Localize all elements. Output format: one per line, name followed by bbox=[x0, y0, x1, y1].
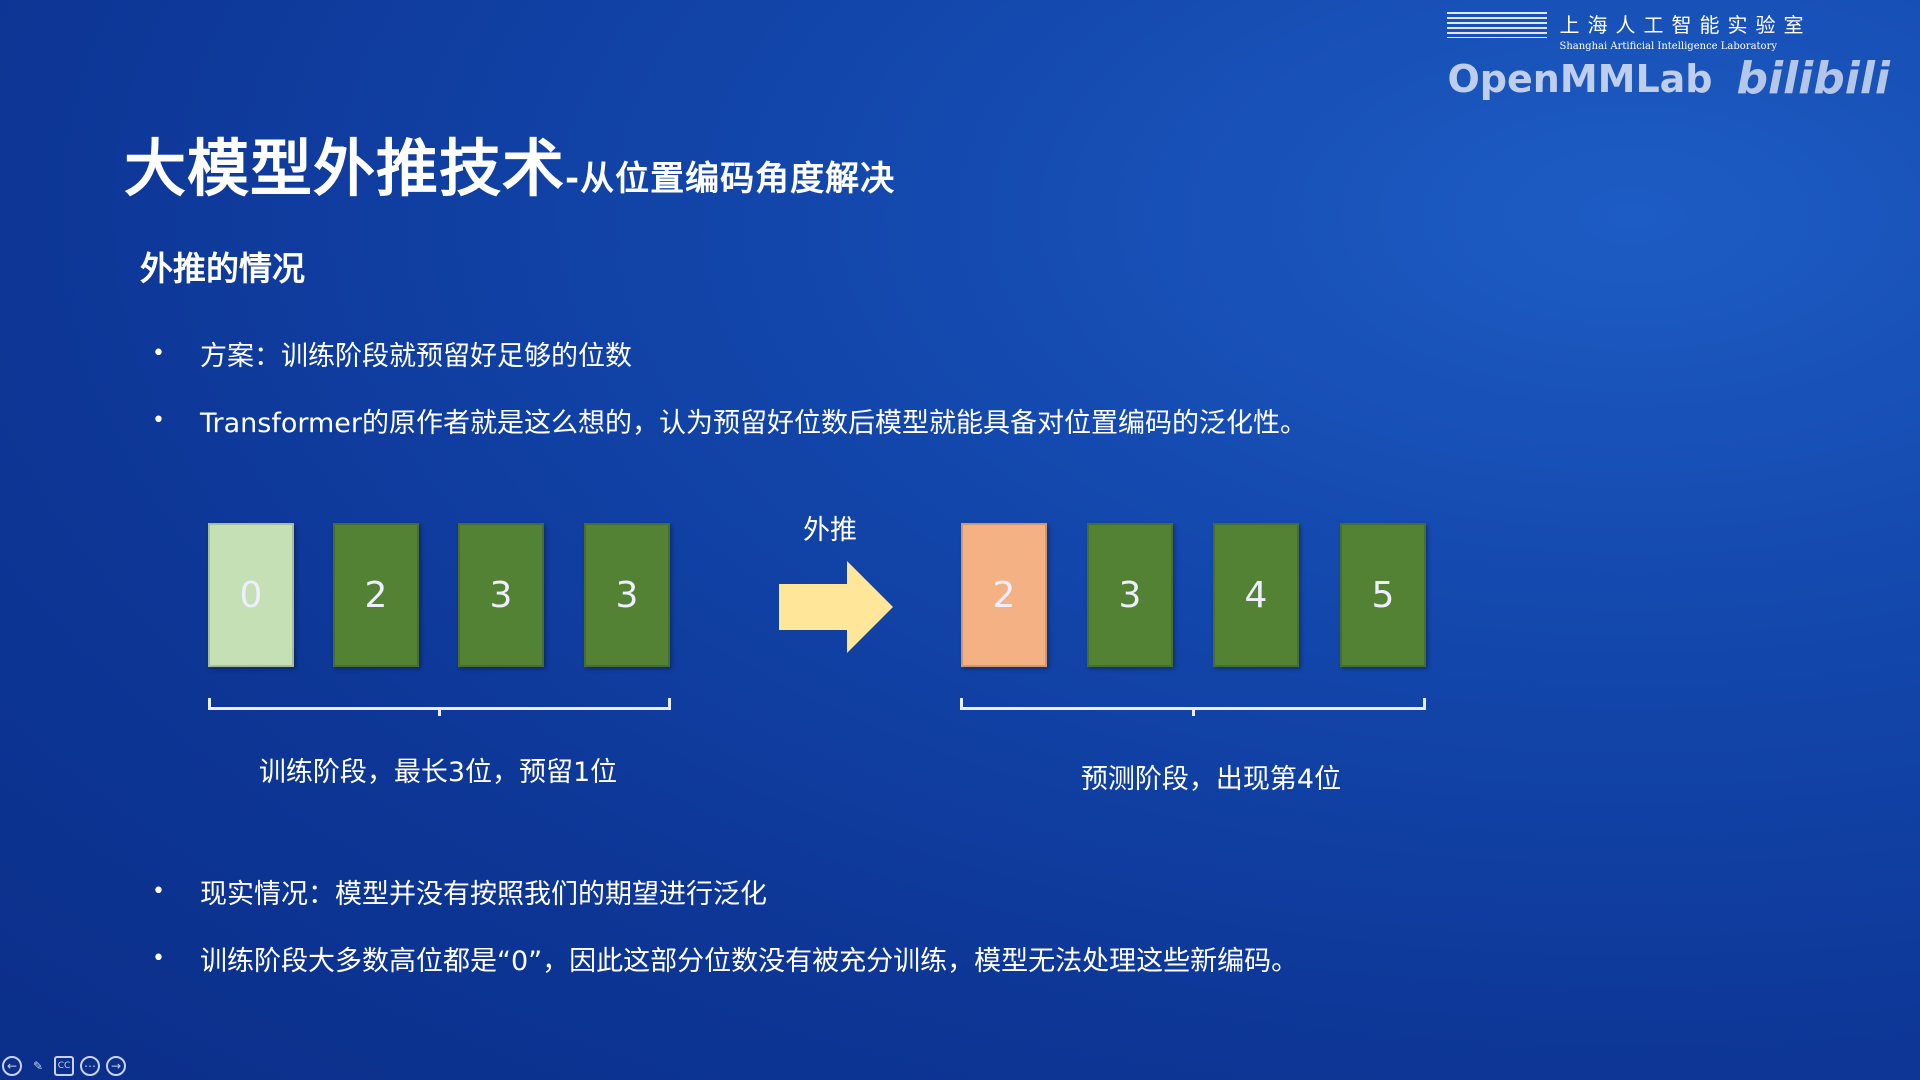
train-digit-box: 2 bbox=[333, 523, 419, 667]
lab-name-en: Shanghai Artificial Intelligence Laborat… bbox=[1559, 41, 1777, 52]
predict-caption: 预测阶段，出现第4位 bbox=[1080, 764, 1342, 795]
prev-icon[interactable]: ← bbox=[2, 1056, 22, 1076]
pen-icon[interactable]: ✎ bbox=[32, 1059, 44, 1073]
bullet-item: •现实情况：模型并没有按照我们的期望进行泛化 bbox=[152, 872, 767, 911]
bullet-item: •Transformer的原作者就是这么想的，认为预留好位数后模型就能具备对位置… bbox=[152, 401, 1307, 440]
bilibili-watermark: bilibili bbox=[1736, 53, 1890, 104]
predict-digit-box: 2 bbox=[961, 523, 1047, 667]
arrow-label: 外推 bbox=[803, 515, 857, 546]
train-digit-box: 3 bbox=[584, 523, 670, 667]
section-heading: 外推的情况 bbox=[140, 249, 305, 288]
more-icon[interactable]: ⋯ bbox=[80, 1056, 100, 1076]
bullet-item: •方案：训练阶段就预留好足够的位数 bbox=[152, 334, 632, 373]
bullet-text: Transformer的原作者就是这么想的，认为预留好位数后模型就能具备对位置编… bbox=[200, 408, 1308, 439]
predict-digit-box: 5 bbox=[1340, 523, 1426, 667]
slide-title: 大模型外推技术-从位置编码角度解决 bbox=[124, 118, 895, 208]
train-digit-box: 0 bbox=[208, 523, 294, 667]
bullet-text: 方案：训练阶段就预留好足够的位数 bbox=[200, 341, 632, 372]
title-main: 大模型外推技术 bbox=[124, 132, 566, 205]
predict-digit-box: 3 bbox=[1087, 523, 1173, 667]
train-digit-box: 3 bbox=[458, 523, 544, 667]
brand-row: OpenMMLab bilibili bbox=[1447, 55, 1890, 103]
train-brace bbox=[208, 698, 671, 716]
lab-logo-mark bbox=[1447, 12, 1548, 38]
bullet-text: 现实情况：模型并没有按照我们的期望进行泛化 bbox=[200, 879, 767, 910]
predict-digit-box: 4 bbox=[1213, 523, 1299, 667]
lab-logo-row: 上海人工智能实验室 bbox=[1447, 12, 1811, 38]
logo: 上海人工智能实验室 Shanghai Artificial Intelligen… bbox=[1447, 12, 1890, 103]
next-icon[interactable]: → bbox=[106, 1056, 126, 1076]
train-caption: 训练阶段，最长3位，预留1位 bbox=[258, 757, 618, 788]
right-arrow-icon bbox=[779, 561, 893, 653]
predict-brace bbox=[960, 698, 1426, 716]
bullet-item: •训练阶段大多数高位都是“0”，因此这部分位数没有被充分训练，模型无法处理这些新… bbox=[152, 939, 1298, 978]
cc-icon[interactable]: CC bbox=[54, 1056, 74, 1076]
lab-name-cn: 上海人工智能实验室 bbox=[1559, 13, 1812, 37]
openmmlab-logo: OpenMMLab bbox=[1447, 57, 1713, 101]
title-sub: -从位置编码角度解决 bbox=[565, 159, 896, 199]
slideshow-controls: ← ✎ CC ⋯ → bbox=[2, 1056, 126, 1076]
bullet-text: 训练阶段大多数高位都是“0”，因此这部分位数没有被充分训练，模型无法处理这些新编… bbox=[200, 946, 1299, 977]
